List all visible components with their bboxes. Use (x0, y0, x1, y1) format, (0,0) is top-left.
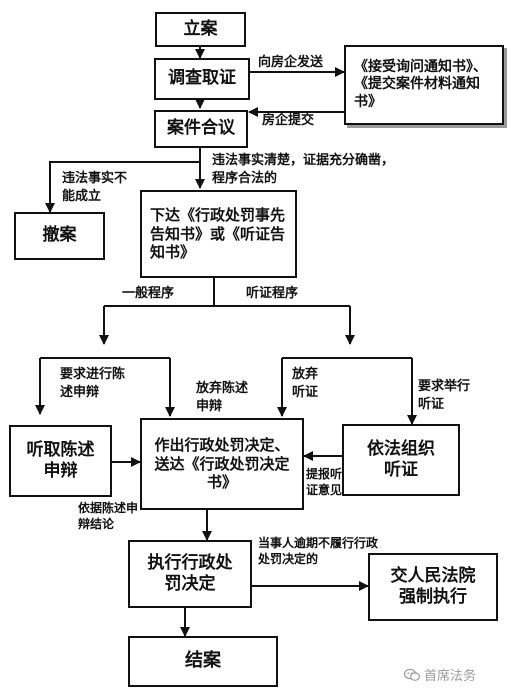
node-hold-hearing: 依法组织听证 (342, 424, 460, 496)
node-investigation: 调查取证 (154, 58, 250, 100)
arrow-review-to-withdraw (45, 161, 200, 213)
label-facts-invalid: 违法事实不能成立 (62, 171, 128, 204)
label-overdue: 当事人逾期不履行行政处罚决定的 (258, 536, 379, 567)
label-hearing-procedure: 听证程序 (246, 286, 299, 301)
node-notices: 《接受询问通知书》、《提交案件材料通知书》 (344, 45, 504, 125)
label-request-hearing: 要求举行听证 (418, 379, 471, 412)
wechat-icon (404, 668, 420, 681)
label-request-defense: 要求进行陈述申辩 (60, 367, 126, 400)
node-court: 交人民法院强制执行 (368, 553, 498, 621)
watermark-text: 首席法务 (424, 669, 477, 684)
label-send-to-company: 向房企发送 (258, 55, 324, 70)
node-decision: 作出行政处罚决定、送达《行政处罚决定书》 (140, 418, 304, 510)
node-execute: 执行行政处罚决定 (128, 540, 252, 608)
label-company-submits: 房企提交 (262, 113, 315, 128)
node-filing: 立案 (155, 12, 246, 47)
node-close: 结案 (128, 636, 278, 687)
node-withdraw: 撤案 (14, 212, 105, 260)
label-waive-hearing: 放弃听证 (292, 367, 319, 400)
watermark: 首席法务 (404, 665, 476, 684)
node-issue-notice: 下达《行政处罚事先告知书》或《听证告知书》 (140, 190, 297, 278)
label-waive-defense: 放弃陈述申辩 (196, 381, 249, 414)
label-hearing-opinion: 提报听证意见 (306, 467, 343, 498)
node-case-review: 案件合议 (154, 110, 248, 148)
label-facts-clear: 违法事实清楚，证据充分确凿，程序合法的 (212, 153, 395, 186)
label-general-procedure: 一般程序 (122, 286, 175, 301)
label-defense-conclusion: 依据陈述申辩结论 (78, 501, 139, 532)
node-hear-defense: 听取陈述申辩 (9, 425, 112, 497)
